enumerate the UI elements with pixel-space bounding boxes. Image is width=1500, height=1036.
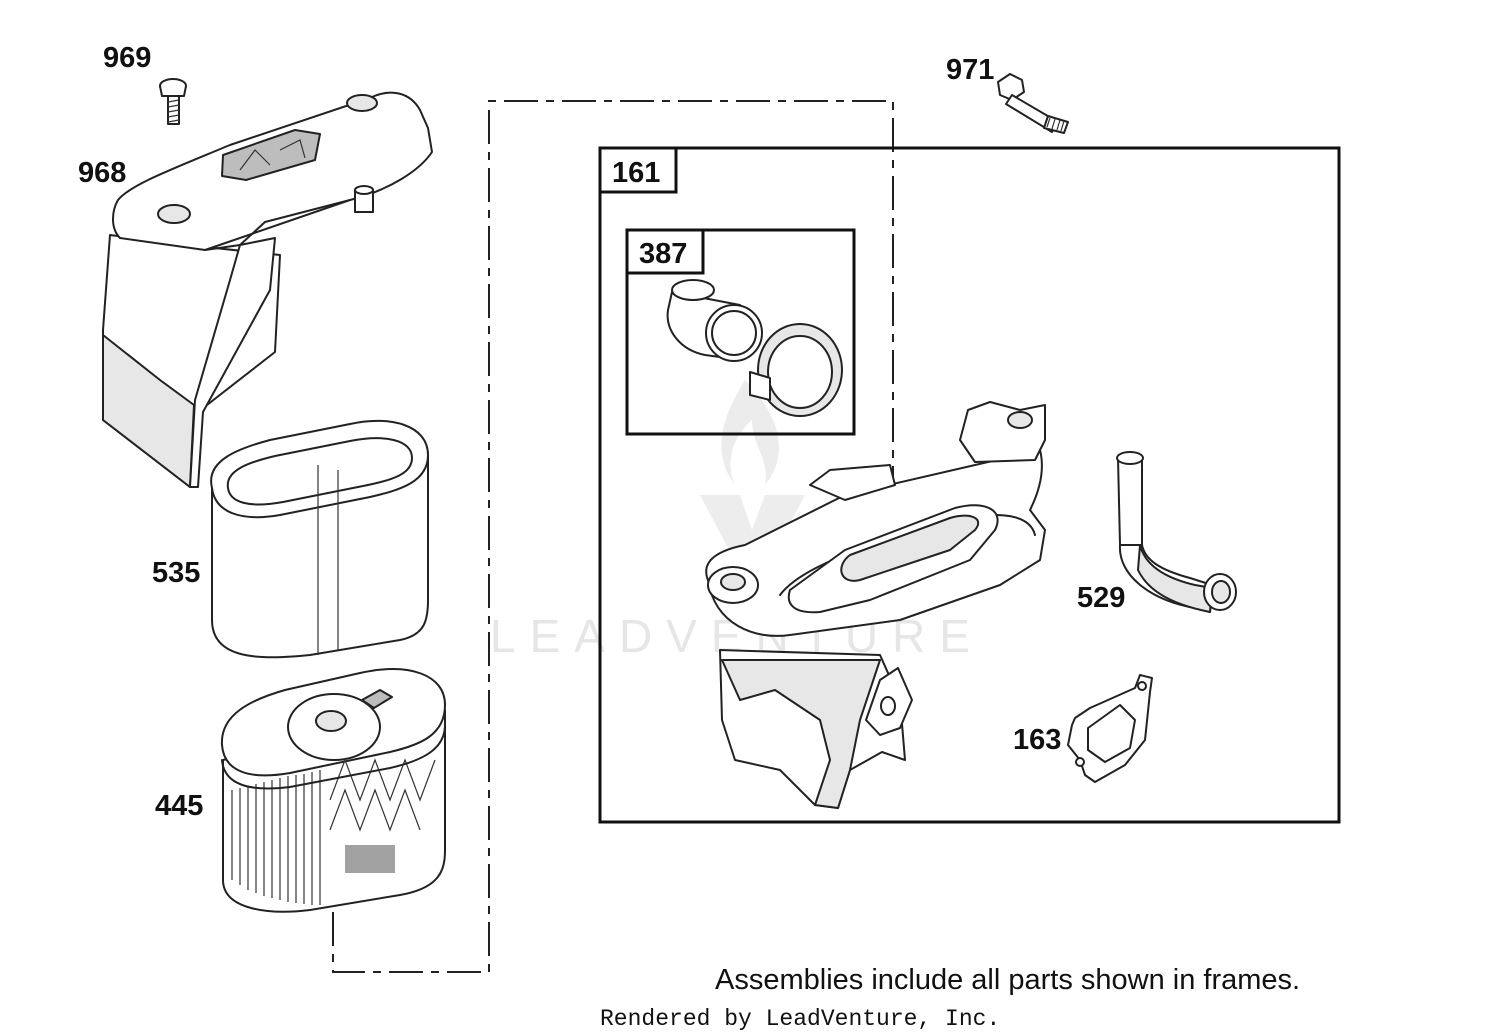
base-lower-shade — [721, 659, 881, 809]
filter-top-rim — [221, 724, 446, 790]
bolt-thread-lines — [1046, 117, 1065, 132]
frame-161-border — [598, 146, 1341, 824]
cover-logo-detail — [239, 139, 306, 171]
label-969: 969 — [103, 42, 151, 74]
gasket-163 — [1067, 674, 1153, 783]
frame-387-label: 387 — [639, 238, 687, 270]
base-top-lip — [809, 464, 896, 501]
cover-hole-right — [346, 94, 378, 112]
filter-center-hole — [315, 710, 347, 732]
cover-hole-left — [157, 204, 191, 224]
frame-161: 161 — [598, 146, 1341, 824]
frame-161-label: 161 — [612, 157, 660, 189]
label-445: 445 — [155, 790, 203, 822]
assemblies-note: Assemblies include all parts shown in fr… — [715, 964, 1300, 996]
pre-cleaner-fold — [317, 465, 339, 655]
gasket-bolt-hole-top — [1137, 681, 1147, 691]
frame-161-tab — [598, 146, 678, 194]
cover-rim — [204, 199, 351, 251]
gasket-bolt-hole-bottom — [1075, 757, 1085, 767]
watermark-v-icon — [700, 495, 805, 580]
screw-thread — [167, 99, 180, 123]
filter-diamond-logo-icon — [361, 689, 393, 709]
elbow-tube-529 — [1116, 451, 1237, 613]
cover-side-rib — [189, 237, 276, 488]
screw-969 — [159, 78, 187, 125]
bolt-971 — [997, 73, 1069, 134]
elbow-end-inner — [1211, 580, 1231, 604]
base-left-hole — [720, 573, 746, 591]
frame-387-tab — [625, 228, 705, 275]
label-529: 529 — [1077, 582, 1125, 614]
pre-cleaner-535 — [210, 419, 429, 659]
elbow-bend-shade — [1137, 544, 1213, 613]
base-inner-channel — [840, 514, 980, 582]
label-971: 971 — [946, 54, 994, 86]
gasket-inner — [1087, 704, 1136, 763]
frame-387-border — [625, 228, 856, 436]
frame-387: 387 — [625, 228, 856, 436]
bolt-head — [997, 73, 1025, 101]
seal-tube-front — [671, 279, 715, 301]
screw-head-side — [159, 85, 187, 97]
connection-line — [332, 100, 894, 973]
filter-pleats — [231, 770, 321, 905]
filter-dark-mesh — [345, 845, 395, 873]
elbow-top-opening — [1116, 451, 1144, 465]
filter-cartridge-445 — [220, 668, 446, 913]
cover-post-cap — [354, 185, 374, 195]
seal-tube-ring-inner — [711, 310, 757, 356]
seal-collar-inner — [767, 335, 833, 409]
pre-cleaner-inner-ring — [226, 437, 413, 506]
filter-mesh — [329, 758, 436, 832]
cover-968 — [102, 91, 433, 488]
watermark-flame-icon — [721, 380, 779, 485]
elbow-vertical — [1117, 457, 1143, 546]
base-ear-hole — [1007, 411, 1033, 429]
label-163: 163 — [1013, 724, 1061, 756]
rendered-by-credit: Rendered by LeadVenture, Inc. — [600, 1006, 1000, 1032]
seal-kit-387 — [666, 279, 843, 417]
label-535: 535 — [152, 557, 200, 589]
seal-collar-tab — [749, 371, 771, 401]
base-breather-hole — [880, 696, 896, 716]
label-968: 968 — [78, 157, 126, 189]
base-ear — [959, 401, 1046, 463]
air-cleaner-base-161 — [705, 401, 1046, 809]
